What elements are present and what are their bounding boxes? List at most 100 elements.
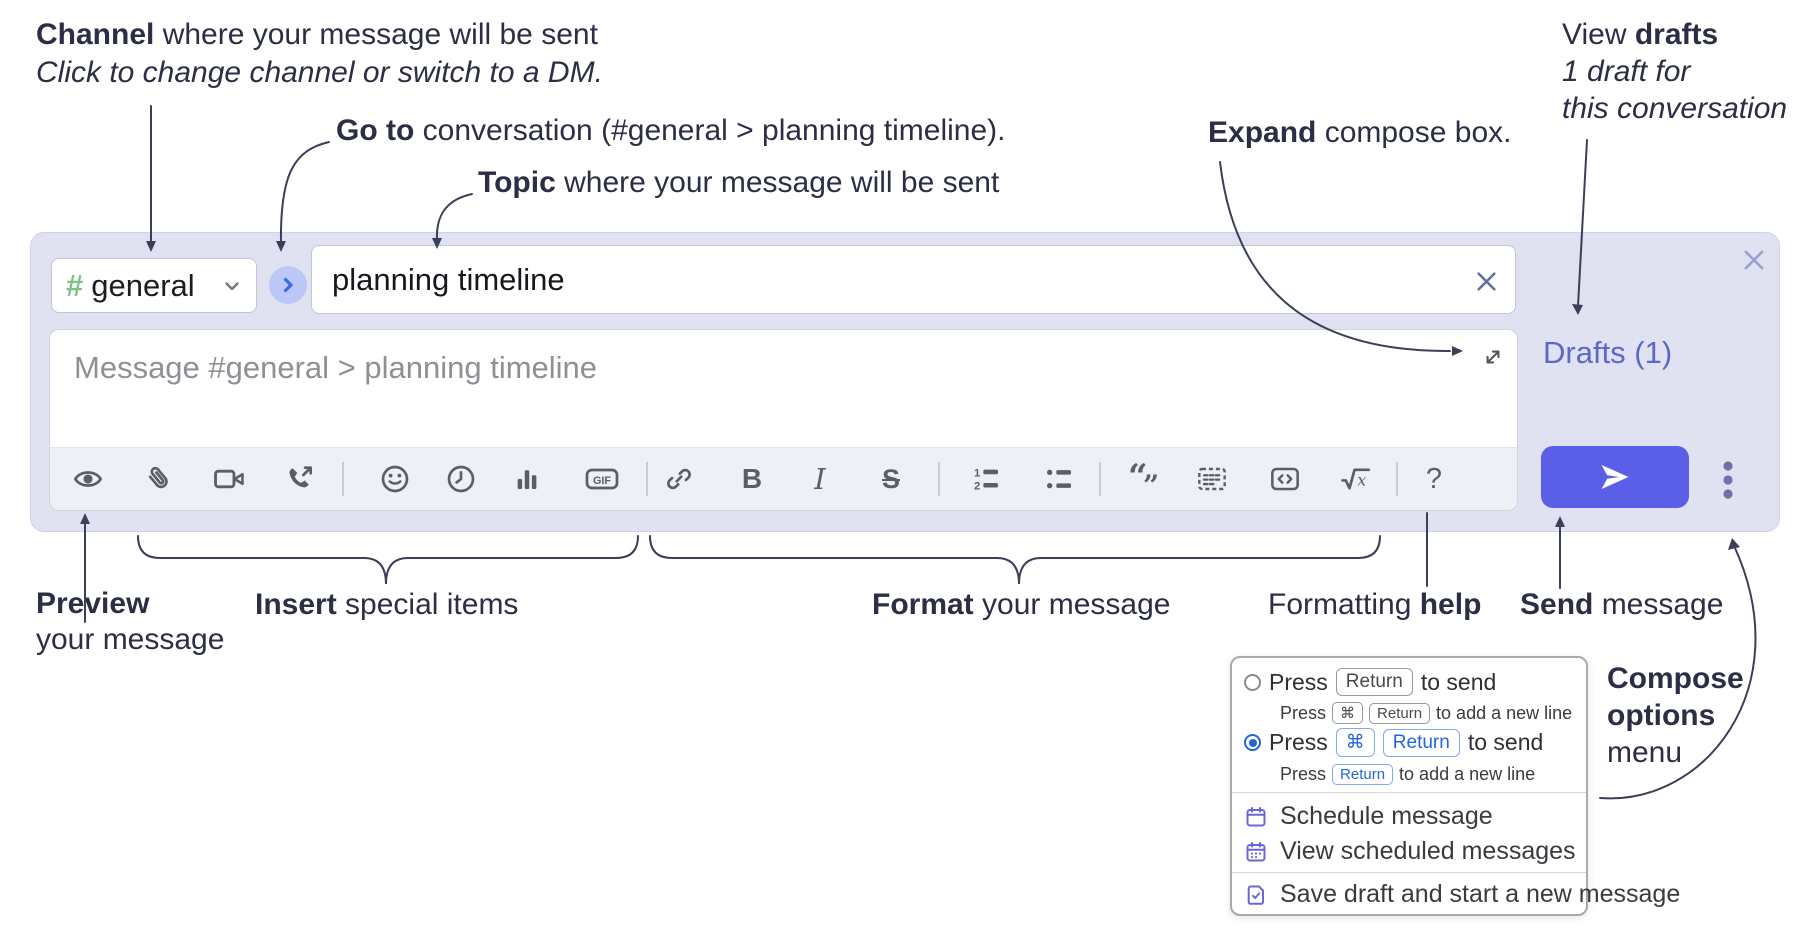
annotation-topic: Topic where your message will be sent	[478, 166, 1000, 199]
annotation-send-message: Send message	[1520, 588, 1724, 621]
menu-item-save-draft[interactable]: Save draft and start a new message	[1244, 880, 1680, 909]
italic-button[interactable]: I	[800, 459, 840, 499]
compose-box: # general	[30, 232, 1780, 532]
poll-button[interactable]	[507, 459, 547, 499]
annotation-view-drafts: View drafts 1 draft for this conversatio…	[1562, 18, 1788, 125]
gif-button[interactable]: GIF	[582, 459, 622, 499]
topic-input[interactable]	[332, 246, 1452, 313]
bold-button[interactable]: B	[732, 459, 772, 499]
option-cmd-return-to-send-sub: Press Return to add a new line	[1280, 764, 1536, 785]
option-cmd-return-to-send[interactable]: Press ⌘ Return to send	[1244, 728, 1543, 757]
gif-icon: GIF	[585, 468, 619, 490]
option-return-to-send[interactable]: Press Return to send	[1244, 668, 1496, 696]
emoji-button[interactable]	[375, 459, 415, 499]
save-draft-icon	[1247, 885, 1264, 905]
send-plane-icon	[1601, 464, 1629, 490]
italic-icon: I	[814, 462, 826, 496]
annotation-formatting-help: Formatting help	[1268, 588, 1482, 621]
svg-text:x: x	[1357, 471, 1366, 489]
radio-unselected[interactable]	[1244, 673, 1261, 691]
annotation-goto: Go to conversation (#general > planning …	[336, 114, 1006, 147]
numbered-list-icon: 1 2	[974, 467, 998, 493]
topic-input-box	[311, 245, 1516, 314]
message-area: GIF B I	[49, 329, 1518, 511]
toolbar-divider	[342, 462, 344, 496]
formatting-help-button[interactable]: ?	[1414, 459, 1454, 499]
spoiler-icon	[1198, 467, 1226, 491]
quote-button[interactable]: “”	[1124, 457, 1164, 502]
preview-button[interactable]	[68, 459, 108, 499]
close-compose-button[interactable]	[1738, 244, 1770, 276]
popup-divider	[1232, 792, 1586, 793]
strikethrough-button[interactable]: S	[871, 459, 911, 499]
code-icon	[1271, 467, 1299, 491]
svg-text:2: 2	[974, 481, 980, 493]
message-input[interactable]	[64, 340, 1454, 444]
attach-file-button[interactable]	[139, 459, 179, 499]
return-key: Return	[1382, 728, 1460, 757]
toolbar-divider	[1396, 462, 1398, 496]
send-button[interactable]	[1541, 446, 1689, 508]
toolbar-divider	[646, 462, 648, 496]
compose-options-menu-button[interactable]	[1708, 452, 1748, 508]
cmd-key: ⌘	[1335, 728, 1375, 757]
svg-text:1: 1	[974, 467, 980, 479]
annotation-expand: Expand compose box.	[1208, 116, 1512, 149]
annotation-format: Format your message	[872, 588, 1171, 621]
annotation-channel-sub: Click to change channel or switch to a D…	[36, 56, 603, 89]
menu-item-view-scheduled[interactable]: View scheduled messages	[1244, 837, 1576, 866]
annotation-preview: Preview your message	[36, 587, 225, 656]
toolbar-divider	[1099, 462, 1101, 496]
option-return-to-send-sub: Press ⌘ Return to add a new line	[1280, 702, 1573, 724]
return-key: Return	[1335, 668, 1413, 696]
vertical-ellipsis-icon	[1723, 461, 1733, 499]
radio-selected[interactable]	[1244, 734, 1261, 751]
bulleted-list-icon	[1047, 469, 1071, 489]
channel-hash-icon: #	[66, 267, 84, 303]
link-button[interactable]	[659, 459, 699, 499]
math-sqrt-icon: x	[1341, 468, 1371, 490]
strikethrough-icon: S	[881, 463, 900, 494]
annotation-compose-options: Compose options menu	[1607, 662, 1744, 769]
annotation-insert: Insert special items	[255, 588, 519, 621]
compose-toolbar: GIF B I	[50, 447, 1517, 510]
bulleted-list-button[interactable]	[1039, 459, 1079, 499]
calendar-scheduled-icon	[1246, 841, 1266, 861]
clear-topic-button[interactable]	[1470, 265, 1502, 297]
quote-icon: “”	[1128, 457, 1160, 502]
video-call-button[interactable]	[209, 459, 249, 499]
eye-icon	[74, 471, 102, 487]
math-button[interactable]: x	[1336, 459, 1376, 499]
svg-text:GIF: GIF	[593, 475, 611, 487]
chevron-right-icon	[283, 277, 293, 293]
expand-compose-button[interactable]	[1478, 342, 1508, 372]
close-icon	[1744, 250, 1764, 270]
question-mark-icon: ?	[1425, 462, 1443, 495]
link-icon	[667, 468, 691, 490]
numbered-list-button[interactable]: 1 2	[966, 459, 1006, 499]
expand-diagonal-icon	[1486, 350, 1500, 364]
time-button[interactable]	[441, 459, 481, 499]
annotation-channel-text: where your message will be sent	[154, 18, 598, 51]
code-button[interactable]	[1265, 459, 1305, 499]
toolbar-divider	[938, 462, 940, 496]
popup-divider	[1232, 872, 1586, 873]
paperclip-icon	[148, 466, 168, 489]
close-icon	[1476, 271, 1496, 291]
return-key: Return	[1369, 702, 1431, 724]
cmd-key: ⌘	[1332, 702, 1364, 724]
clock-icon	[447, 465, 475, 493]
voice-call-button[interactable]	[280, 459, 320, 499]
menu-item-schedule-message[interactable]: Schedule message	[1244, 802, 1493, 831]
calendar-icon	[1246, 806, 1266, 826]
drafts-link[interactable]: Drafts (1)	[1543, 335, 1673, 370]
compose-options-popup: Press Return to send Press ⌘ Return to a…	[1230, 656, 1680, 916]
annotation-channel: Channel where your message will be sent …	[36, 16, 603, 92]
channel-selector[interactable]: # general	[51, 258, 257, 313]
spoiler-button[interactable]	[1192, 459, 1232, 499]
go-to-conversation-button[interactable]	[269, 266, 307, 304]
channel-name: general	[91, 267, 195, 303]
bar-chart-icon	[517, 470, 537, 489]
annotation-channel-bold: Channel	[36, 18, 155, 51]
